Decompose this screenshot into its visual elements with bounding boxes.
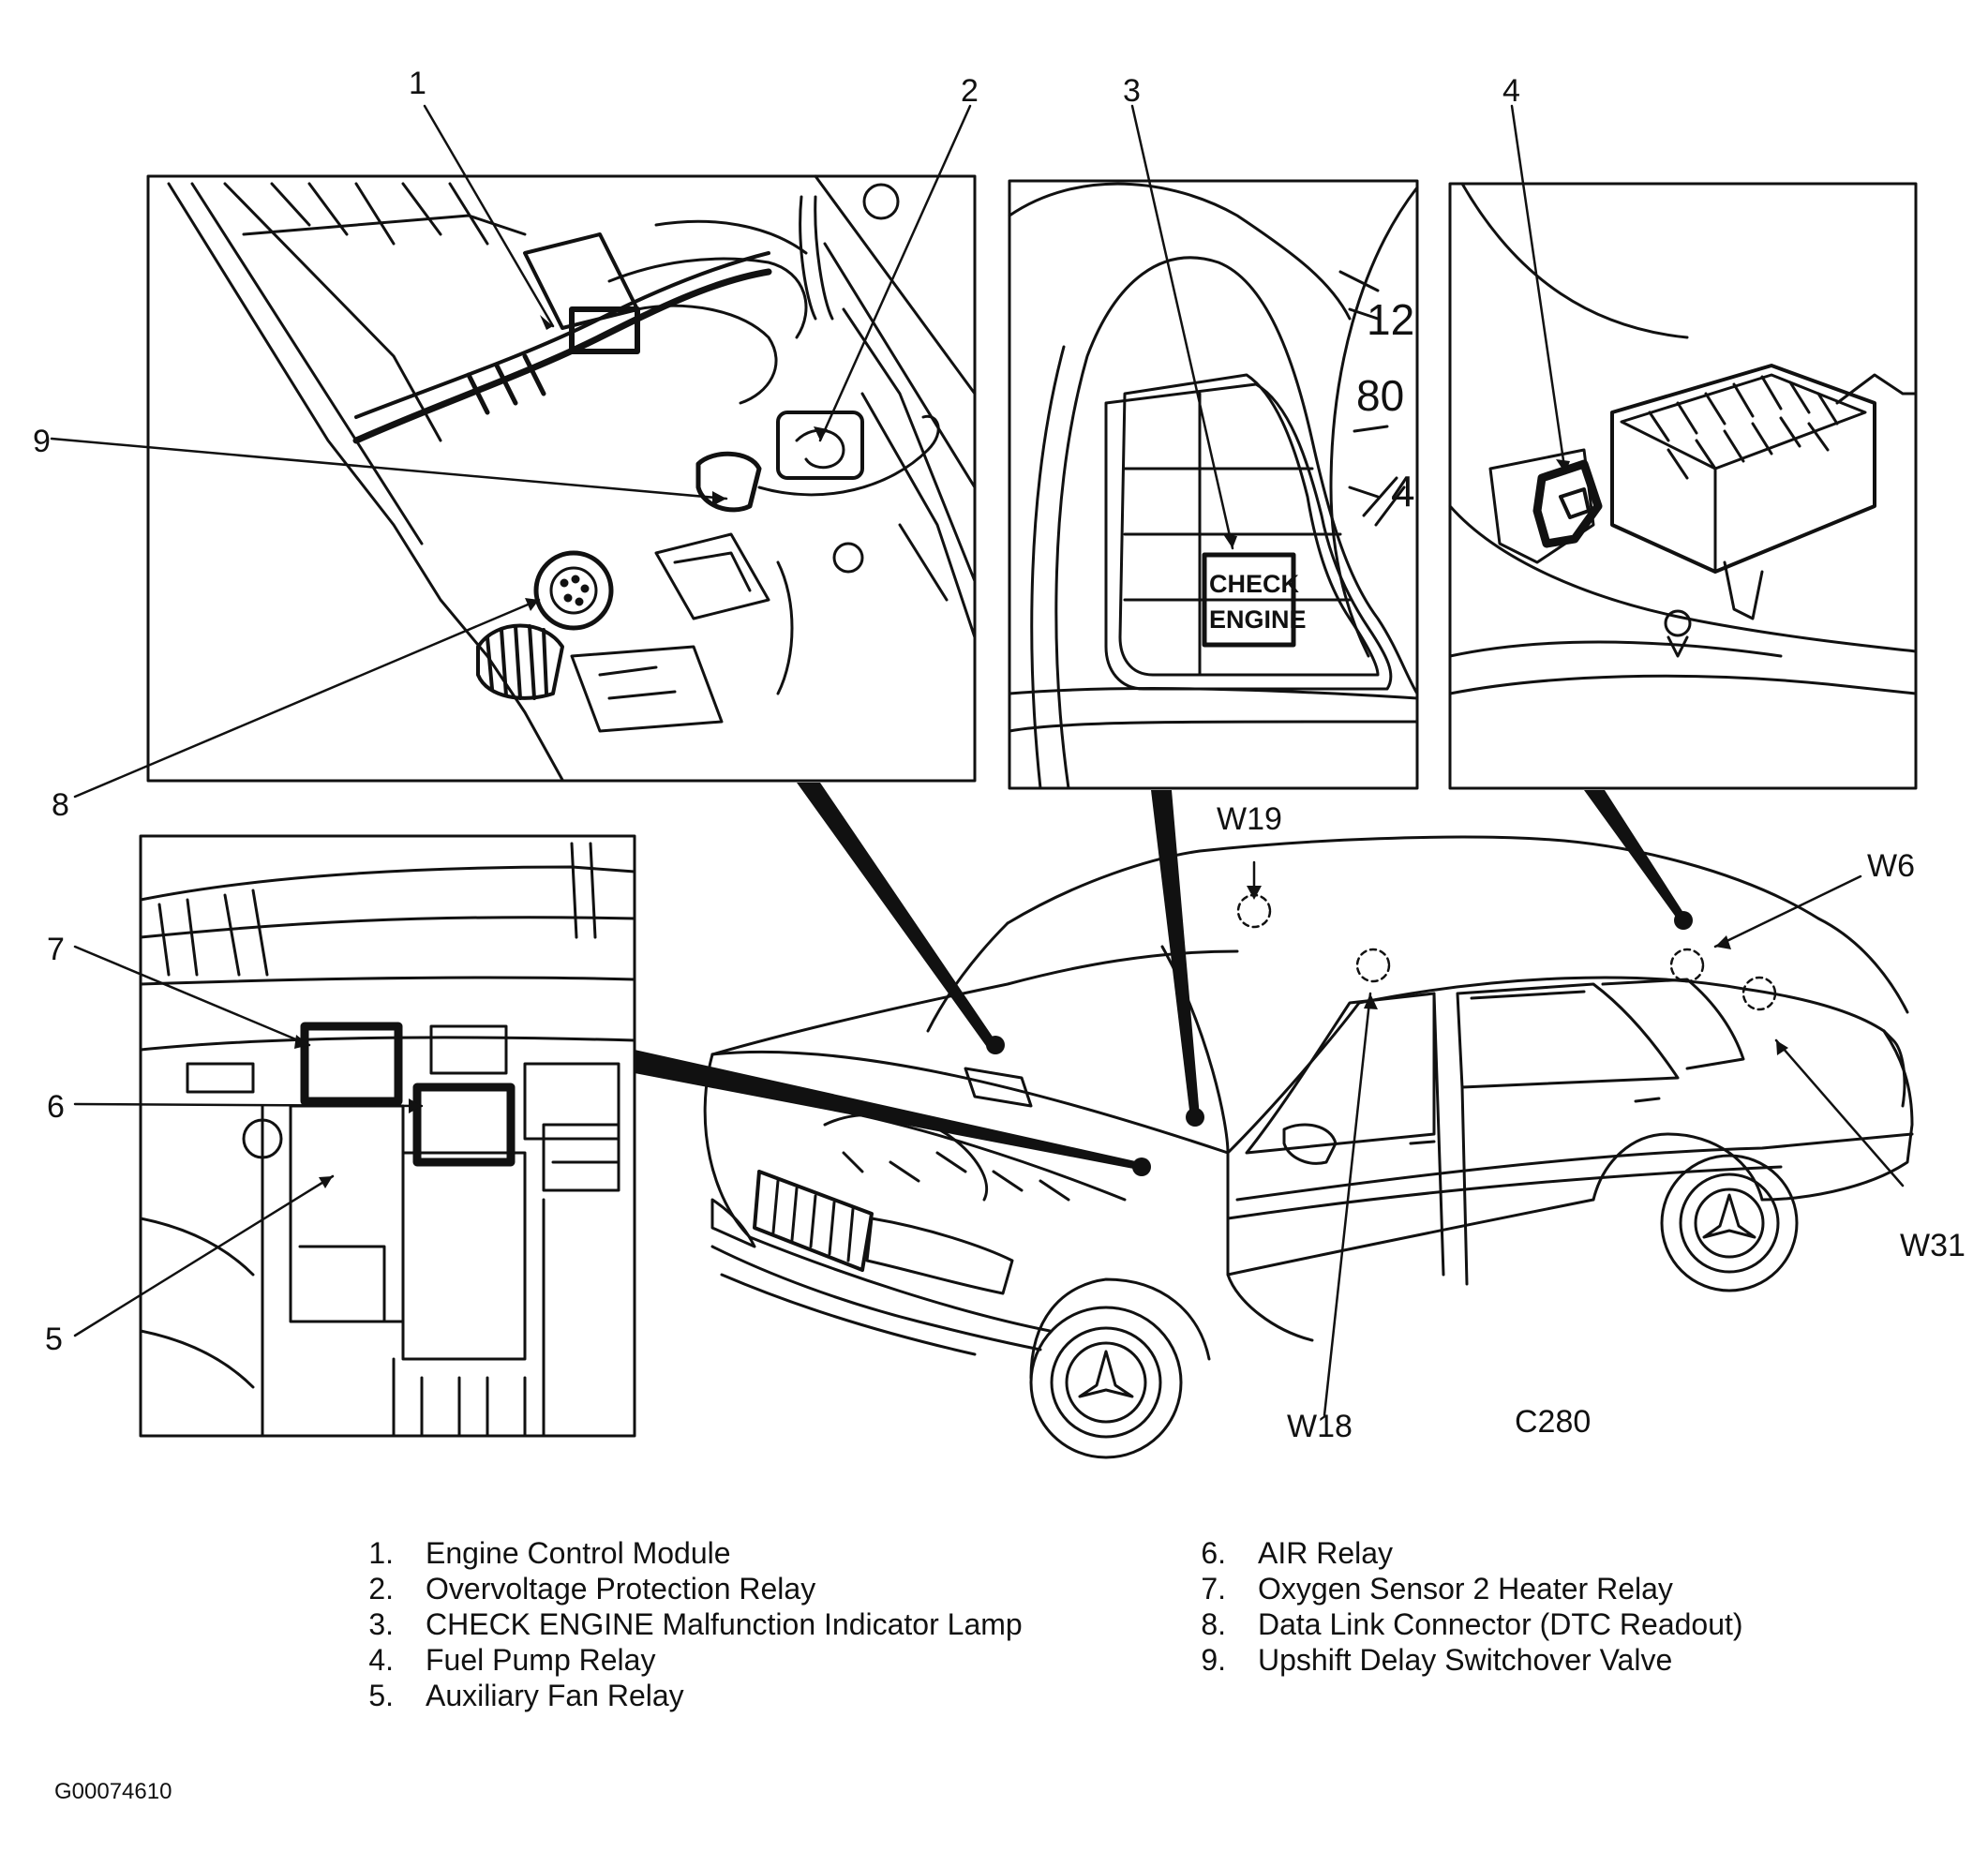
- callout-1: 1: [409, 66, 426, 101]
- ground-location-circles: [1236, 893, 1777, 1011]
- legend-right: 6. AIR Relay 7. Oxygen Sensor 2 Heater Rel…: [1172, 1535, 1921, 1678]
- legend-text: Fuel Pump Relay: [426, 1643, 656, 1677]
- legend-item: 9. Upshift Delay Switchover Valve: [1172, 1642, 1921, 1678]
- legend-text: Upshift Delay Switchover Valve: [1258, 1643, 1673, 1677]
- model-label: C280: [1515, 1404, 1591, 1440]
- legend-number: 3.: [368, 1607, 394, 1641]
- legend-text: Oxygen Sensor 2 Heater Relay: [1258, 1572, 1673, 1606]
- check-engine-lamp-line2: ENGINE: [1209, 605, 1307, 634]
- callout-5: 5: [45, 1322, 63, 1357]
- check-engine-lamp-line1: CHECK: [1209, 570, 1300, 598]
- callout-8: 8: [52, 787, 69, 823]
- panel-engine-compartment: [146, 174, 977, 783]
- location-w19: W19: [1217, 801, 1282, 837]
- figure-code: G00074610: [54, 1779, 172, 1804]
- legend-text: Auxiliary Fan Relay: [426, 1679, 684, 1712]
- car-c280-illustration: [703, 835, 1914, 1459]
- location-w31: W31: [1900, 1228, 1966, 1263]
- location-dots: [986, 911, 1693, 1176]
- callout-3: 3: [1123, 73, 1141, 109]
- legend-number: 8.: [1201, 1607, 1226, 1641]
- callout-2: 2: [961, 73, 979, 109]
- leader-lines: [50, 104, 1905, 1417]
- legend-text: Engine Control Module: [426, 1536, 731, 1570]
- legend-item: 8. Data Link Connector (DTC Readout): [1172, 1606, 1921, 1642]
- legend-number: 7.: [1201, 1572, 1226, 1606]
- panel-pointers: [635, 783, 1687, 1172]
- legend-text: Data Link Connector (DTC Readout): [1258, 1607, 1743, 1641]
- legend-text: AIR Relay: [1258, 1536, 1394, 1570]
- dial-number-80: 80: [1356, 371, 1404, 420]
- legend-number: 1.: [368, 1536, 394, 1570]
- panel-fuse-box: [1448, 182, 1918, 790]
- legend-number: 2.: [368, 1572, 394, 1606]
- panel-instrument-cluster: [1008, 179, 1419, 790]
- callout-9: 9: [33, 424, 51, 459]
- legend-item: 5. Auxiliary Fan Relay: [339, 1678, 1089, 1713]
- legend-number: 9.: [1201, 1643, 1226, 1677]
- legend-item: 6. AIR Relay: [1172, 1535, 1921, 1571]
- legend-item: 7. Oxygen Sensor 2 Heater Relay: [1172, 1571, 1921, 1606]
- legend-item: 1. Engine Control Module: [339, 1535, 1089, 1571]
- legend-item: 4. Fuel Pump Relay: [339, 1642, 1089, 1678]
- legend-text: CHECK ENGINE Malfunction Indicator Lamp: [426, 1607, 1023, 1641]
- legend-left: 1. Engine Control Module 2. Overvoltage Pr…: [339, 1535, 1089, 1713]
- panel-relay-box: [139, 834, 636, 1438]
- legend-item: 2. Overvoltage Protection Relay: [339, 1571, 1089, 1606]
- location-w6: W6: [1867, 848, 1915, 884]
- callout-6: 6: [47, 1089, 65, 1125]
- dial-number-4: 4: [1391, 467, 1415, 515]
- dial-number-12: 12: [1367, 295, 1414, 344]
- legend-number: 4.: [368, 1643, 394, 1677]
- callout-7: 7: [47, 932, 65, 967]
- location-w18: W18: [1287, 1409, 1353, 1444]
- legend-number: 6.: [1201, 1536, 1226, 1570]
- legend-text: Overvoltage Protection Relay: [426, 1572, 816, 1606]
- arrow-heads: [294, 315, 1788, 1188]
- legend-number: 5.: [368, 1679, 394, 1712]
- callout-4: 4: [1502, 73, 1520, 109]
- legend-item: 3. CHECK ENGINE Malfunction Indicator Lam…: [339, 1606, 1089, 1642]
